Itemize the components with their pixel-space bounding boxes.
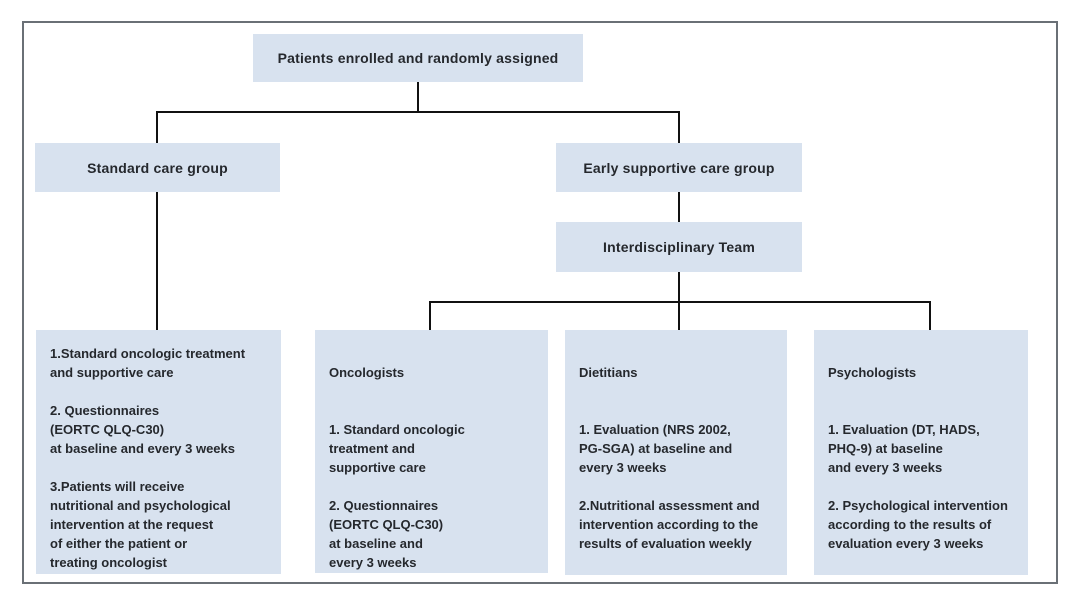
- connector-early-drop: [678, 111, 680, 143]
- dietitians-detail-text: 1. Evaluation (NRS 2002, PG-SGA) at base…: [579, 422, 760, 551]
- oncologists-role-label: Oncologists: [329, 365, 405, 380]
- node-dietitians: Dietitians 1. Evaluation (NRS 2002, PG-S…: [565, 330, 787, 575]
- oncologists-detail-text: 1. Standard oncologic treatment and supp…: [329, 422, 465, 570]
- node-standard-care-detail: 1.Standard oncologic treatment and suppo…: [36, 330, 281, 574]
- node-oncologists: Oncologists 1. Standard oncologic treatm…: [315, 330, 548, 573]
- connector-psychologists-drop: [929, 301, 931, 330]
- psychologists-role-label: Psychologists: [828, 365, 917, 380]
- node-patients-enrolled: Patients enrolled and randomly assigned: [253, 34, 583, 82]
- dietitians-role-label: Dietitians: [579, 365, 638, 380]
- connector-root-down: [417, 82, 419, 112]
- connector-branch2-horizontal: [429, 301, 931, 303]
- connector-oncologists-drop: [429, 301, 431, 330]
- connector-standard-drop: [156, 111, 158, 143]
- node-interdisciplinary-team: Interdisciplinary Team: [556, 222, 802, 272]
- node-standard-care-group: Standard care group: [35, 143, 280, 192]
- node-psychologists: Psychologists 1. Evaluation (DT, HADS, P…: [814, 330, 1028, 575]
- connector-early-team-down: [678, 192, 680, 222]
- connector-branch1-horizontal: [156, 111, 680, 113]
- connector-standard-detail-down: [156, 192, 158, 330]
- psychologists-detail-text: 1. Evaluation (DT, HADS, PHQ-9) at basel…: [828, 422, 1008, 551]
- node-early-supportive-care-group: Early supportive care group: [556, 143, 802, 192]
